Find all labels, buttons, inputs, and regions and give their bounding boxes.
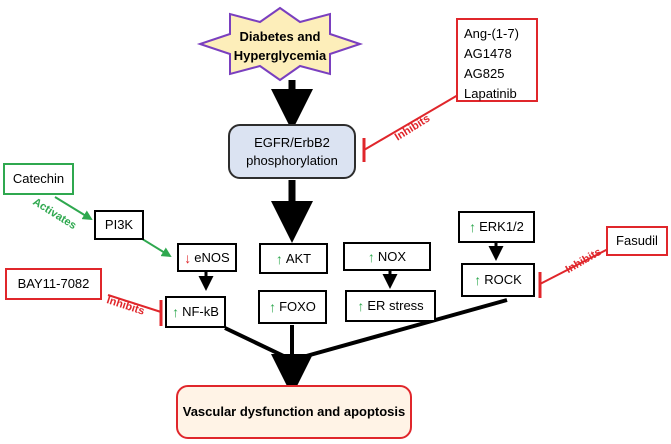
pi3k-box: PI3K bbox=[94, 210, 144, 240]
star-line-1: Diabetes and bbox=[239, 29, 321, 44]
inhibit-line-fasudil bbox=[539, 247, 611, 285]
down-arrow-icon: ↓ bbox=[184, 249, 192, 266]
bay-label: BAY11-7082 bbox=[17, 276, 90, 291]
activate-catechin-pi3k bbox=[54, 196, 93, 221]
fasudil-label: Fasudil bbox=[616, 233, 658, 248]
inhibitor-item: AG1478 bbox=[464, 46, 512, 61]
catechin-label: Catechin bbox=[12, 171, 65, 186]
erk-label: ERK1/2 bbox=[479, 219, 524, 234]
inhibitor-item: Lapatinib bbox=[464, 86, 517, 101]
catechin-box: Catechin bbox=[3, 163, 74, 195]
foxo-box: ↑ FOXO bbox=[258, 290, 327, 324]
rock-box: ↑ ROCK bbox=[461, 263, 535, 297]
fasudil-box: Fasudil bbox=[606, 226, 668, 256]
star-line-2: Hyperglycemia bbox=[233, 48, 327, 63]
akt-label: AKT bbox=[285, 250, 312, 266]
merge-line-nfkb bbox=[224, 326, 293, 362]
inhibit-line-top bbox=[363, 94, 459, 151]
outcome-label: Vascular dysfunction and apoptosis bbox=[182, 404, 406, 419]
egfr-line-1: EGFR/ErbB2 bbox=[254, 134, 330, 150]
outcome-box: Vascular dysfunction and apoptosis bbox=[176, 385, 412, 439]
akt-box: ↑ AKT bbox=[259, 243, 328, 274]
nox-box: ↑ NOX bbox=[343, 242, 431, 271]
up-arrow-icon: ↑ bbox=[269, 299, 277, 315]
up-arrow-icon: ↑ bbox=[367, 248, 375, 265]
nfkb-box: ↑ NF-kB bbox=[165, 296, 226, 328]
diabetes-hyperglycemia-label: Diabetes and Hyperglycemia bbox=[200, 27, 360, 65]
inhibitor-item: Ang-(1-7) bbox=[464, 26, 519, 41]
up-arrow-icon: ↑ bbox=[474, 272, 482, 288]
inhibitor-list-box: Ang-(1-7) AG1478 AG825 Lapatinib bbox=[456, 18, 538, 102]
enos-box: ↓ eNOS bbox=[177, 243, 237, 272]
foxo-label: FOXO bbox=[279, 299, 316, 314]
up-arrow-icon: ↑ bbox=[357, 298, 365, 314]
er-stress-box: ↑ ER stress bbox=[345, 290, 436, 322]
egfr-line-2: phosphorylation bbox=[246, 152, 338, 168]
inhibitor-item: AG825 bbox=[464, 66, 505, 81]
inhibit-line-bay bbox=[107, 294, 162, 313]
nox-label: NOX bbox=[377, 248, 407, 264]
bay-box: BAY11-7082 bbox=[5, 268, 102, 300]
diabetes-star-shape bbox=[196, 6, 364, 82]
pi3k-label: PI3K bbox=[104, 217, 134, 232]
rock-label: ROCK bbox=[484, 272, 522, 287]
up-arrow-icon: ↑ bbox=[172, 304, 180, 320]
merge-line-rock bbox=[291, 298, 508, 362]
up-arrow-icon: ↑ bbox=[469, 219, 477, 235]
enos-label: eNOS bbox=[194, 249, 230, 265]
erk-box: ↑ ERK1/2 bbox=[458, 211, 535, 243]
up-arrow-icon: ↑ bbox=[275, 250, 283, 267]
er-stress-label: ER stress bbox=[367, 298, 424, 313]
egfr-erbb2-box: EGFR/ErbB2 phosphorylation bbox=[228, 124, 356, 179]
nfkb-label: NF-kB bbox=[182, 304, 219, 319]
